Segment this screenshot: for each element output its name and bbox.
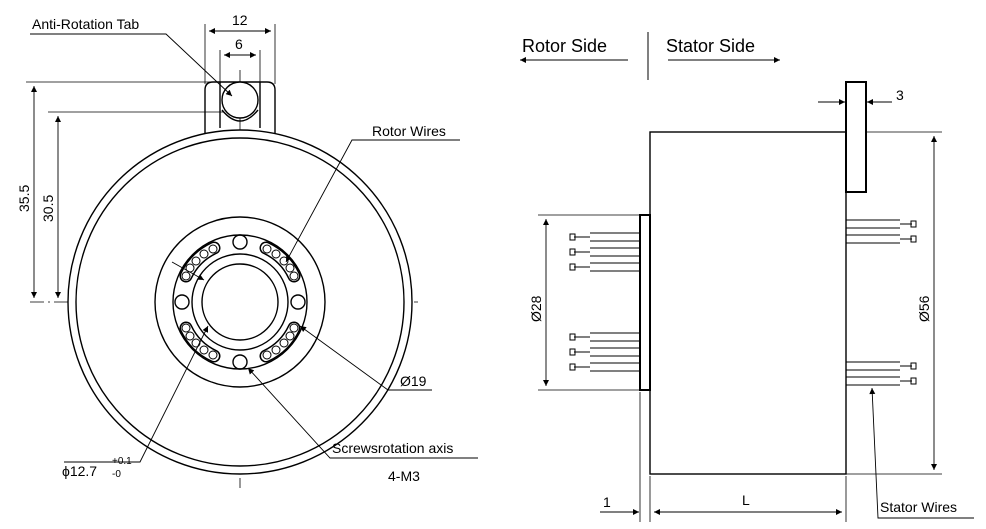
dim-35-label: 35.5 xyxy=(16,185,32,212)
bore-tol-minus: -0 xyxy=(112,469,121,480)
rotor-wires-label: Rotor Wires xyxy=(372,123,446,139)
rotor-ring-inner xyxy=(191,253,289,351)
wire-slot-bottom-left-inner xyxy=(181,323,219,361)
stator-wires-label: Stator Wires xyxy=(880,499,957,515)
stator-wires-lower xyxy=(846,361,917,386)
tab-pin xyxy=(221,81,259,119)
tab-pin-bottom xyxy=(221,109,259,122)
bore xyxy=(201,263,279,341)
anti-rotation-tab-label: Anti-Rotation Tab xyxy=(32,16,139,32)
dim-30-label: 30.5 xyxy=(40,195,56,222)
leader-rotor-wires xyxy=(285,139,460,263)
dim-28-label: Ø28 xyxy=(528,295,544,322)
leader-screws xyxy=(247,367,478,459)
bore-dia-label: ϕ12.7 xyxy=(62,463,97,479)
dim-1-label: 1 xyxy=(603,494,611,510)
screws-spec-label: 4-M3 xyxy=(388,468,420,484)
wire-slot-top-right-inner xyxy=(261,243,299,281)
dim-L-label: L xyxy=(742,492,750,508)
rotor-lip xyxy=(639,214,651,391)
side-tab xyxy=(845,81,867,193)
stator-side-label: Stator Side xyxy=(666,36,755,56)
rotor-side-label: Rotor Side xyxy=(522,36,607,56)
dim-6-label: 6 xyxy=(235,36,243,52)
dim-56-label: Ø56 xyxy=(916,295,932,322)
dim-12-label: 12 xyxy=(232,12,248,28)
rotor-wires-upper xyxy=(569,232,640,272)
outer-body-inner-rim xyxy=(75,137,405,467)
dim-3-label: 3 xyxy=(896,87,904,103)
screw-hole-right xyxy=(290,294,306,310)
stator-wires-upper xyxy=(846,219,917,244)
front-view xyxy=(26,24,478,488)
wire-slot-bottom-right-inner xyxy=(261,323,299,361)
outer-body-circle xyxy=(67,129,413,475)
bore-tol-plus: +0.1 xyxy=(112,456,132,467)
leader-wire-slot xyxy=(171,261,205,281)
side-body xyxy=(649,131,847,475)
side-view xyxy=(520,32,974,522)
dia-19-label: Ø19 xyxy=(400,373,427,389)
screw-hole-left xyxy=(174,294,190,310)
leader-dia-19 xyxy=(299,325,432,391)
rotor-flange xyxy=(154,216,326,388)
rotor-wires-lower xyxy=(569,332,640,372)
leader-stator-wires xyxy=(869,387,974,519)
screw-hole-top xyxy=(232,234,248,250)
leader-bore xyxy=(64,325,209,463)
wire-slot-top-left-inner xyxy=(181,243,219,281)
screws-rotation-axis-label: Screwsrotation axis xyxy=(332,440,453,456)
screw-hole-bottom xyxy=(232,354,248,370)
leader-anti-rotation-tab xyxy=(30,33,233,97)
